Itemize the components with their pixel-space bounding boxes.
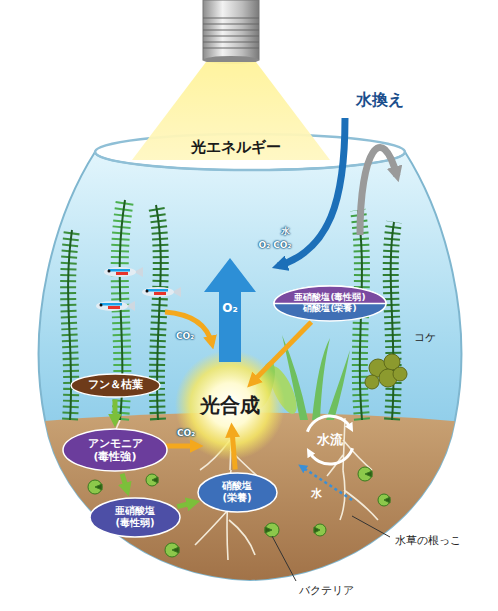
- illustration-part: [104, 267, 136, 277]
- node-ellipse: [63, 429, 167, 471]
- illustration-part: [384, 497, 390, 503]
- photosynthesis-node: 光合成: [189, 388, 271, 423]
- bowl-contents: [0, 200, 498, 611]
- node-ellipse: [90, 498, 180, 537]
- roots-label: 水草の根っこ: [395, 534, 461, 547]
- node-text: 硝酸塩(栄養): [303, 303, 356, 314]
- illustration-part: [108, 269, 130, 272]
- node-text-group: 亜硝酸塩(毒性弱)硝酸塩(栄養): [294, 292, 365, 314]
- nitrite-ellipse: 亜硝酸塩 (毒性弱): [89, 497, 181, 538]
- oxygen-arrow: [204, 258, 256, 362]
- light-beam: [132, 62, 330, 160]
- illustration-part: [365, 375, 379, 389]
- light-energy-label: 光エネルギー: [191, 138, 281, 156]
- node-ellipse: [198, 473, 277, 512]
- illustration-part: [88, 480, 102, 494]
- illustration-part: [358, 467, 372, 481]
- illustration-part: [104, 267, 143, 277]
- illustration-part: [146, 474, 158, 486]
- node-text: アンモニア (毒性強): [82, 437, 148, 463]
- illustration-part: [108, 270, 111, 273]
- illustration-part: [142, 287, 174, 297]
- illustration-part: [146, 289, 168, 292]
- illustration-part: [393, 367, 407, 381]
- gas-label: O₂ CO₂: [259, 240, 292, 251]
- current-arrow: [309, 448, 352, 464]
- node-text: 硝酸塩 (栄養): [213, 480, 261, 504]
- node-text-group: 硝酸塩 (栄養): [213, 480, 261, 504]
- current-label: 水流: [317, 432, 343, 448]
- illustration-part: [152, 477, 158, 483]
- illustration-part: [165, 543, 179, 557]
- illustration-part: [96, 301, 128, 311]
- illustration-part: [95, 484, 102, 490]
- water-label: 水: [311, 487, 322, 500]
- flow-arrow: [232, 428, 235, 469]
- water-change-label: 水換え: [356, 90, 404, 109]
- nitrate-ellipse: 硝酸塩 (栄養): [197, 472, 278, 513]
- moss: [365, 354, 407, 389]
- illustration-part: [314, 524, 326, 536]
- flow-arrow: [113, 400, 118, 423]
- neon-fish: [96, 267, 181, 311]
- illustration-part: [172, 547, 179, 553]
- nitrite-nitrate-badge: 亜硝酸塩(毒性弱)硝酸塩(栄養): [273, 285, 387, 322]
- water-out-arrow: [360, 147, 397, 235]
- oxygen-label: O₂: [222, 301, 237, 315]
- lamp-ribs: [203, 18, 259, 48]
- flow-arrow: [122, 474, 127, 491]
- co2-arrow: [165, 312, 212, 344]
- co2-label: CO₂: [177, 428, 195, 439]
- node-text: 亜硝酸塩 (毒性弱): [107, 505, 163, 529]
- node-text: 亜硝酸塩(毒性弱): [294, 292, 365, 303]
- illustration-part: [358, 467, 372, 481]
- ammonia-ellipse: アンモニア (毒性強): [62, 428, 168, 472]
- illustration-part: [146, 474, 158, 486]
- illustration-part: [100, 303, 122, 306]
- illustration-part: [116, 272, 128, 275]
- moss-label: コケ: [414, 331, 436, 344]
- bacteria-label: バクテリア: [299, 584, 354, 597]
- illustration-part: [265, 523, 279, 537]
- illustration-part: [96, 301, 135, 311]
- node-text-group: フン＆枯葉: [88, 378, 143, 391]
- water-label: 水: [281, 226, 290, 237]
- illustration-part: [146, 290, 149, 293]
- bacteria: [88, 467, 390, 557]
- node-text: 光合成: [200, 393, 260, 417]
- illustration-part: [100, 304, 103, 307]
- co2-label: CO₂: [176, 331, 194, 342]
- leader-line: [272, 536, 296, 581]
- leader-line: [352, 516, 390, 537]
- illustration-part: [88, 480, 102, 494]
- illustration-part: [142, 287, 181, 297]
- node-ellipse: [71, 374, 160, 397]
- illustration-part: [154, 292, 166, 295]
- current-arrow: [307, 416, 350, 432]
- lamp-body: [203, 0, 259, 60]
- node-half: [274, 286, 386, 304]
- waste-ellipse: フン＆枯葉: [70, 373, 161, 398]
- node-text-group: アンモニア (毒性強): [82, 437, 148, 463]
- illustration-part: [108, 306, 120, 309]
- flow-arrow: [251, 322, 311, 383]
- illustration-part: [265, 523, 279, 537]
- flow-arrow: [177, 502, 194, 506]
- lamp: [203, 0, 259, 64]
- illustration-part: [265, 527, 272, 533]
- water-uptake-arrow: [302, 467, 352, 500]
- illustration-part: [314, 527, 320, 533]
- illustration-part: [165, 543, 179, 557]
- node-text-group: 光合成: [200, 393, 260, 417]
- illustration-part: [314, 524, 326, 536]
- illustration-part: [378, 494, 390, 506]
- node-ellipse: [274, 286, 386, 321]
- node-text: フン＆枯葉: [88, 378, 143, 391]
- illustration-part: [365, 471, 372, 477]
- illustration-part: [378, 494, 390, 506]
- node-text-group: 亜硝酸塩 (毒性弱): [107, 505, 163, 529]
